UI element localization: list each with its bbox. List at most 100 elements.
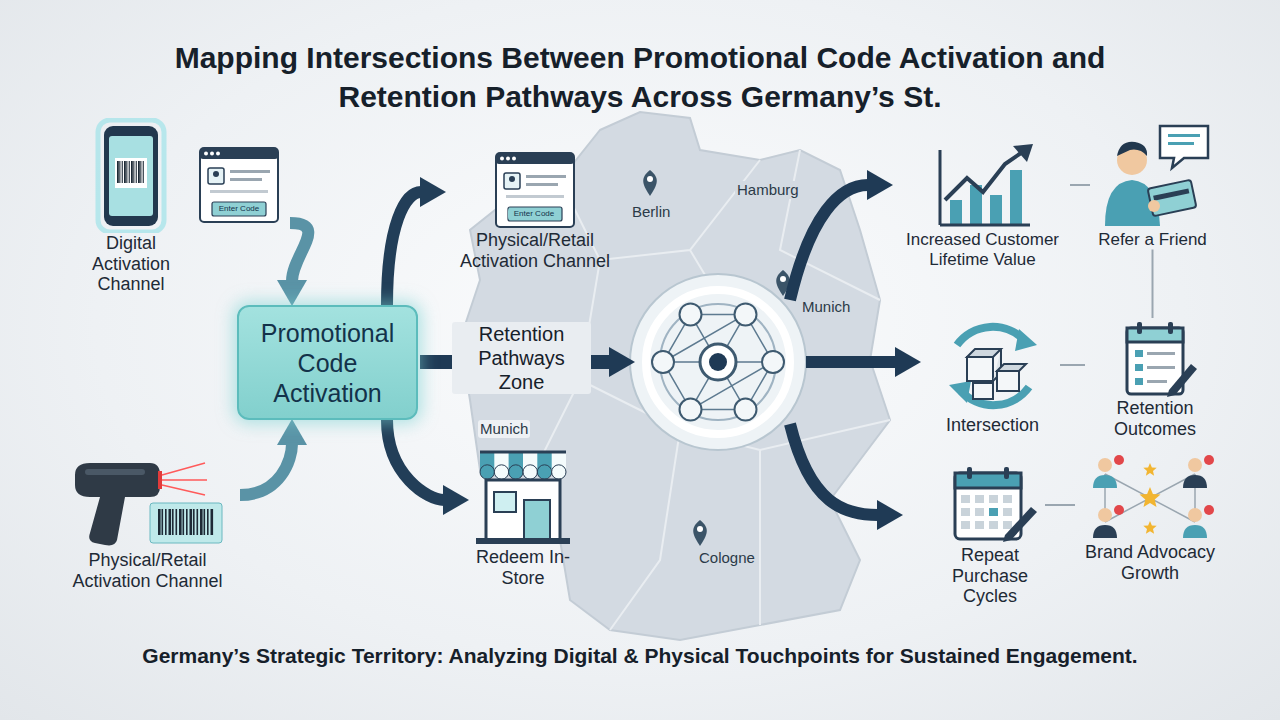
- browser-icon-part: [496, 153, 574, 227]
- store-icon-part: [523, 465, 537, 479]
- digital-icon-part: [133, 161, 134, 183]
- node-caption: Brand Advocacy Growth: [1075, 542, 1225, 583]
- city-label: Munich: [478, 420, 530, 438]
- browser-icon-part: [506, 157, 510, 161]
- icon-node: Intersection: [925, 315, 1060, 436]
- flow-arrow: [790, 424, 878, 515]
- cal-icon-part: [961, 508, 970, 516]
- network-hub-part: [762, 351, 784, 373]
- scanner-icon-part: [162, 509, 164, 535]
- chart-icon-part: [950, 200, 962, 225]
- cal-icon-part: [1003, 521, 1012, 529]
- flow-arrow: [806, 356, 896, 368]
- clip-icon-part: [1135, 364, 1143, 371]
- browser-icon-part: [500, 157, 504, 161]
- people-icon-part: [1188, 458, 1202, 472]
- icon-node: Increased Customer Lifetime Value: [895, 140, 1070, 269]
- icon-node: Redeem In-Store: [468, 442, 578, 588]
- cal-icon-part: [989, 508, 998, 516]
- cycle-icon-part: [949, 381, 971, 403]
- digital-icon-part: [131, 161, 133, 183]
- cal-icon-part: [975, 508, 984, 516]
- map-pin-part: [693, 520, 707, 546]
- digital-icon-part: [143, 161, 144, 183]
- people-icon-part: [1093, 475, 1117, 488]
- clip-icon-part: [1147, 366, 1175, 369]
- refer-icon: [1090, 118, 1215, 230]
- icon-node: Brand Advocacy Growth: [1075, 452, 1225, 583]
- refer-icon-part: [1148, 180, 1197, 217]
- diagram-title: Mapping Intersections Between Promotiona…: [120, 38, 1160, 116]
- link-line: [1070, 184, 1090, 186]
- network-hub-part: [735, 399, 757, 421]
- scanner-icon-part: [183, 509, 185, 535]
- store-icon: [468, 442, 578, 547]
- scanner-icon-part: [197, 509, 199, 535]
- digital-icon-part: [230, 170, 270, 173]
- cal-icon-part: [967, 467, 972, 479]
- node-caption: Redeem In-Store: [468, 547, 578, 588]
- network-hub-part: [709, 353, 727, 371]
- network-hub-part: [663, 314, 773, 409]
- city-label: Berlin: [630, 203, 672, 221]
- refer-icon-part: [1148, 200, 1160, 212]
- node-caption: Retention Outcomes: [1085, 398, 1225, 439]
- refer-icon-part: [1105, 180, 1160, 226]
- people-icon-part: [1093, 525, 1117, 538]
- network-hub-part: [735, 303, 757, 325]
- browser-icon-part: [504, 173, 520, 189]
- refer-icon-part: [1168, 134, 1200, 137]
- clip-icon-part: [1168, 322, 1173, 334]
- cycle-icon-part: [967, 357, 993, 381]
- chart-icon-part: [1013, 144, 1033, 162]
- button-text: Enter Code: [213, 203, 265, 215]
- clip-icon-part: [1147, 380, 1167, 383]
- people-icon-part: [1114, 455, 1124, 465]
- link-line: [1060, 364, 1085, 366]
- digital-icon-part: [126, 161, 127, 183]
- city-label: Hamburg: [735, 181, 801, 199]
- digital-icon-part: [210, 152, 214, 156]
- digital-icon-part: [136, 161, 137, 183]
- people-icon-part: [1140, 487, 1161, 507]
- map-pin-part: [780, 276, 786, 282]
- cycle-icon-part: [997, 364, 1026, 371]
- network-hub-part: [660, 304, 776, 420]
- digital-icon-part: [140, 161, 141, 183]
- people-icon-part: [1188, 508, 1202, 522]
- cal-icon-part: [1004, 467, 1009, 479]
- node-caption: Physical/Retail Activation Channel: [55, 550, 240, 591]
- browser-icon-part: [506, 195, 564, 198]
- scanner-icon-part: [186, 509, 188, 535]
- city-label: Cologne: [697, 549, 757, 567]
- flow-arrow: [790, 185, 868, 300]
- cal-icon-part: [989, 521, 998, 529]
- digital-icon-part: [204, 152, 208, 156]
- digital-icon-part: [129, 161, 130, 183]
- people-icon-part: [1143, 463, 1156, 476]
- browser-icon-part: [508, 207, 562, 221]
- node-caption: Repeat Purchase Cycles: [935, 545, 1045, 607]
- city-label: Munich: [800, 298, 852, 316]
- digital-icon-part: [138, 161, 140, 183]
- node-caption: Physical/Retail Activation Channel: [445, 230, 625, 271]
- map-pin: [643, 170, 657, 196]
- cal-icon-part: [1003, 508, 1012, 516]
- cycle-icon-part: [1015, 329, 1037, 351]
- zone-label: Retention Pathways Zone: [452, 322, 591, 394]
- digital-icon-part: [115, 158, 147, 188]
- people-icon-part: [1183, 525, 1207, 538]
- people-icon-part: [1114, 505, 1124, 515]
- browser-icon-part: [526, 183, 558, 186]
- store-icon-part: [476, 538, 570, 544]
- scanner-icon-part: [179, 509, 182, 535]
- store-icon-part: [552, 465, 566, 479]
- clip-icon-part: [1137, 322, 1142, 334]
- people-icon-part: [1098, 508, 1112, 522]
- flow-arrow: [240, 444, 292, 495]
- chart-icon-part: [1010, 170, 1022, 225]
- chart-icon: [895, 140, 1070, 230]
- scanner-icon-part: [211, 509, 214, 535]
- browser-icon-part: [496, 153, 574, 164]
- scanner-icon-part: [165, 509, 167, 535]
